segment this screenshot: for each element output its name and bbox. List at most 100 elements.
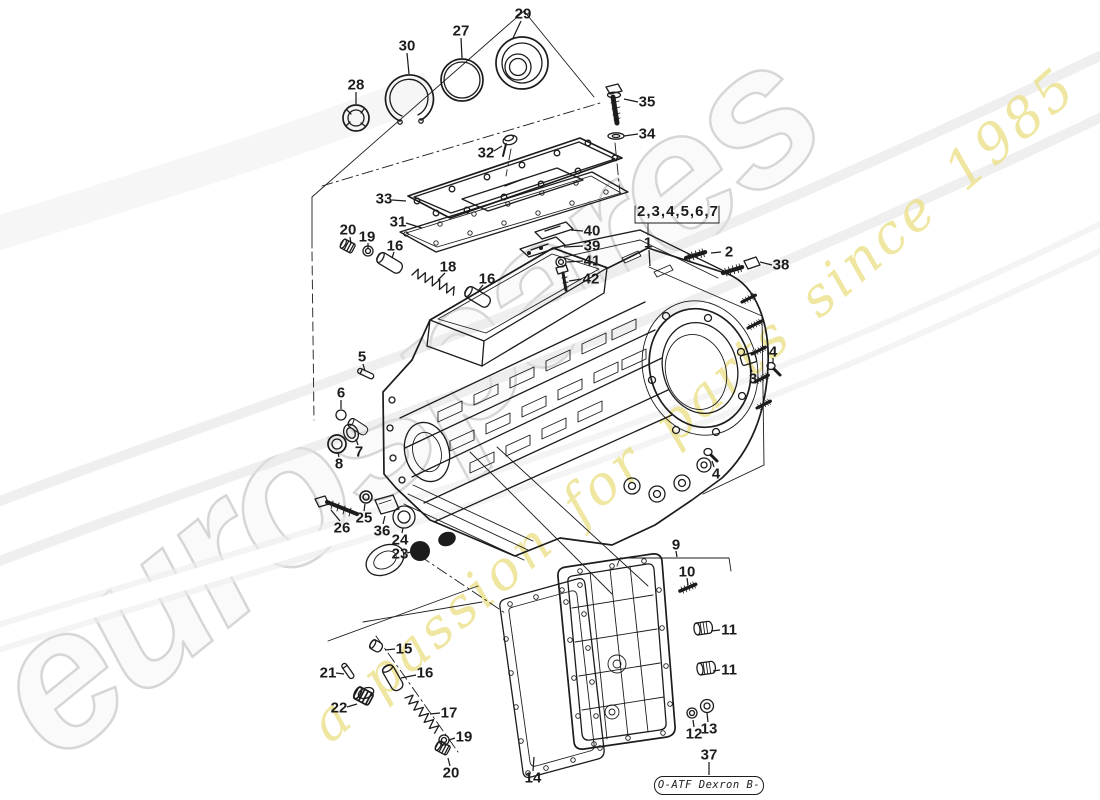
explosion-axis-lines [321, 102, 621, 753]
leader-line-36 [382, 515, 386, 525]
part-callout-39: 39 [584, 238, 601, 255]
detent-spring-group [327, 237, 493, 454]
part-callout-13: 13 [701, 721, 718, 738]
leader-line-27 [460, 37, 463, 59]
leader-line-12 [692, 719, 695, 728]
leader-line-7 [355, 438, 359, 446]
part-callout-29: 29 [515, 6, 532, 23]
leader-line-21 [335, 672, 345, 675]
leader-line-35 [623, 98, 639, 103]
leader-line-38 [759, 261, 773, 266]
part-callout-24: 24 [392, 532, 409, 549]
atf-note-box: O-ATF Dexron B- [654, 776, 764, 795]
side-cover-and-gasket [399, 134, 629, 253]
part-callout-16: 16 [479, 271, 496, 288]
leader-line-41 [566, 260, 584, 263]
part-callout-19: 19 [456, 729, 473, 746]
leader-line-3 [749, 365, 753, 373]
part-callout-26: 26 [334, 520, 351, 537]
cover-bolt-and-washer [605, 83, 625, 140]
part-callout-3: 3 [749, 371, 757, 388]
part-callout-9: 9 [672, 537, 680, 554]
part-callout-4: 4 [769, 344, 778, 361]
part-callout-4: 4 [712, 466, 721, 483]
leader-line-18 [437, 272, 446, 281]
part-callout-35: 35 [639, 94, 656, 111]
leader-line-33 [391, 199, 407, 202]
valve-parts-group [340, 637, 452, 757]
part-callout-8: 8 [335, 456, 343, 473]
leader-line-10 [686, 577, 689, 586]
leader-line-32 [493, 145, 503, 152]
part-callout-6: 6 [337, 385, 345, 402]
leader-line-29 [512, 20, 522, 39]
part-callout-11: 11 [721, 622, 737, 639]
leader-line-17 [429, 712, 441, 715]
part-callout-14: 14 [525, 770, 542, 787]
part-callout-19: 19 [359, 229, 376, 246]
part-callout-1: 1 [644, 235, 652, 252]
part-callout-40: 40 [584, 223, 601, 240]
part-callout-18: 18 [440, 259, 457, 276]
part-callout-16: 16 [417, 665, 434, 682]
leader-line-2 [710, 251, 722, 254]
leader-line-16 [477, 284, 484, 292]
leader-line-11 [712, 669, 721, 672]
leader-line-13 [706, 712, 709, 723]
leader-line-9 [675, 550, 678, 558]
leader-line-42 [568, 278, 583, 282]
leader-line-25 [363, 503, 366, 512]
part-callout-5: 5 [358, 349, 366, 366]
leader-line-20 [447, 757, 451, 767]
leader-line-16 [400, 674, 417, 679]
part-callout-27: 27 [453, 23, 470, 40]
part-callout-17: 17 [441, 705, 458, 722]
part-callout-31: 31 [390, 214, 407, 231]
part-callout-41: 41 [584, 253, 601, 270]
leader-line-34 [623, 133, 639, 137]
leader-line-22 [346, 703, 358, 708]
leader-line-19 [448, 737, 456, 741]
part-callout-22: 22 [331, 700, 348, 717]
part-callout-23: 23 [392, 546, 409, 563]
part-callout-38: 38 [773, 257, 790, 274]
leader-line-20 [349, 236, 352, 245]
zone-frame-lines [311, 10, 765, 642]
part-callout-20: 20 [443, 765, 460, 782]
leader-line-23 [406, 551, 412, 554]
leader-line-30 [406, 52, 410, 75]
leader-line-1 [648, 249, 651, 267]
leader-line-39 [563, 245, 584, 248]
crankcase-body [314, 229, 774, 577]
part-callout-15: 15 [396, 641, 413, 658]
oil-pan-group [557, 553, 717, 750]
part-callout-30: 30 [399, 38, 416, 55]
part-callout-36: 36 [374, 523, 391, 540]
leader-line-5 [362, 363, 366, 372]
case-fasteners-right [685, 248, 782, 463]
part-callout-16: 16 [387, 238, 404, 255]
part-callout-25: 25 [356, 510, 373, 527]
part-callout-2: 2 [725, 244, 733, 261]
part-callout-12: 12 [686, 726, 703, 743]
part-callout-28: 28 [348, 77, 365, 94]
part-callout-11: 11 [721, 662, 737, 679]
guide-plates-group [519, 221, 574, 292]
oil-pan-gasket [499, 577, 605, 779]
leader-line-4 [711, 460, 715, 468]
part-callout-21: 21 [320, 665, 337, 682]
part-callout-10: 10 [679, 564, 696, 581]
part-callout-34: 34 [639, 126, 656, 143]
leader-line-26 [330, 509, 341, 522]
part-callout-42: 42 [583, 271, 600, 288]
group-parts-label: 2,3,4,5,6,7 [637, 203, 719, 220]
part-callout-7: 7 [355, 444, 363, 461]
part-callout-32: 32 [478, 145, 495, 162]
leader-line-8 [337, 452, 340, 458]
leader-line-31 [405, 222, 423, 229]
part-callout-37: 37 [701, 747, 718, 764]
